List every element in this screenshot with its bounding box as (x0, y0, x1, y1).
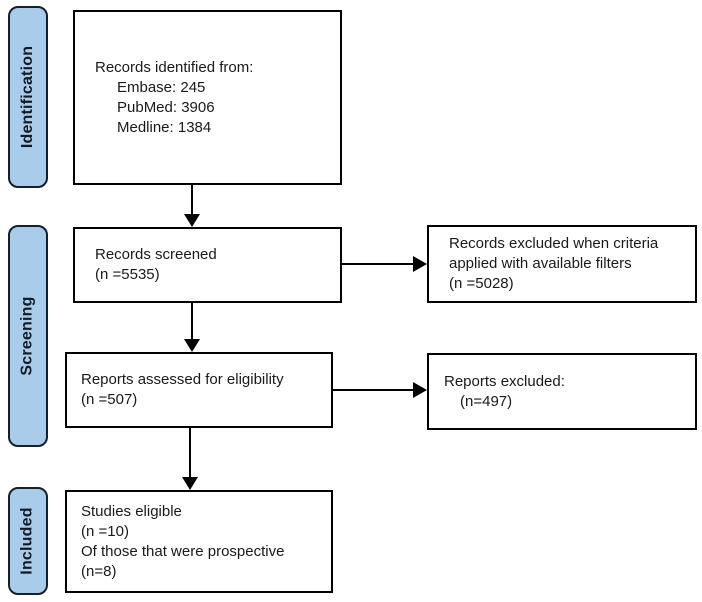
stage-identification-label: Identification (19, 45, 37, 149)
records-screened-count: (n =5535) (95, 266, 160, 283)
reports-excluded-title: Reports excluded: (444, 372, 565, 390)
arrow-screened-to-excluded-line (342, 263, 414, 265)
box-records-excluded-filters: Records excluded when criteria applied w… (427, 225, 697, 303)
arrow-screened-to-excluded-head (413, 256, 427, 272)
reports-excluded-count: (n=497) (460, 392, 513, 410)
records-identified-title: Records identified from: (95, 58, 254, 76)
box-reports-assessed: Reports assessed for eligibility (n =507… (65, 352, 333, 428)
reports-assessed-count: (n =507) (81, 391, 138, 408)
arrow-assessed-to-eligible-line (189, 428, 191, 478)
box-reports-excluded: Reports excluded: (n=497) (427, 353, 697, 430)
stage-included-label: Included (19, 507, 37, 575)
studies-prospective-count: (n=8) (81, 562, 117, 580)
box-records-screened: Records screened (n =5535) (73, 227, 342, 303)
arrow-identified-to-screened-line (191, 185, 193, 215)
stage-screening: Screening (8, 225, 48, 447)
studies-eligible-count: (n =10) (81, 522, 129, 540)
records-identified-source-pubmed: PubMed: 3906 (117, 98, 215, 116)
records-excluded-text-1: Records excluded when criteria (449, 235, 659, 252)
studies-prospective-text: Of those that were prospective (81, 542, 285, 560)
arrow-screened-to-assessed-line (191, 303, 193, 340)
arrow-identified-to-screened-head (184, 214, 200, 227)
arrow-assessed-to-eligible-head (182, 477, 198, 490)
records-identified-source-medline: Medline: 1384 (117, 118, 212, 136)
records-screened-text: Records screened (95, 246, 217, 263)
stage-identification: Identification (8, 6, 48, 188)
records-excluded-text-2: applied with available filters (449, 255, 632, 272)
box-records-identified: Records identified from: Embase: 245 Pub… (73, 10, 342, 185)
box-studies-eligible: Studies eligible (n =10) Of those that w… (65, 490, 333, 593)
records-excluded-count: (n =5028) (449, 275, 514, 292)
studies-eligible-text: Studies eligible (81, 502, 182, 520)
arrow-screened-to-assessed-head (184, 339, 200, 352)
reports-assessed-text: Reports assessed for eligibility (81, 371, 284, 388)
stage-screening-label: Screening (19, 296, 37, 376)
records-identified-source-embase: Embase: 245 (117, 78, 206, 96)
arrow-assessed-to-excluded-head (413, 382, 427, 398)
arrow-assessed-to-excluded-line (333, 389, 414, 391)
stage-included: Included (8, 487, 48, 595)
